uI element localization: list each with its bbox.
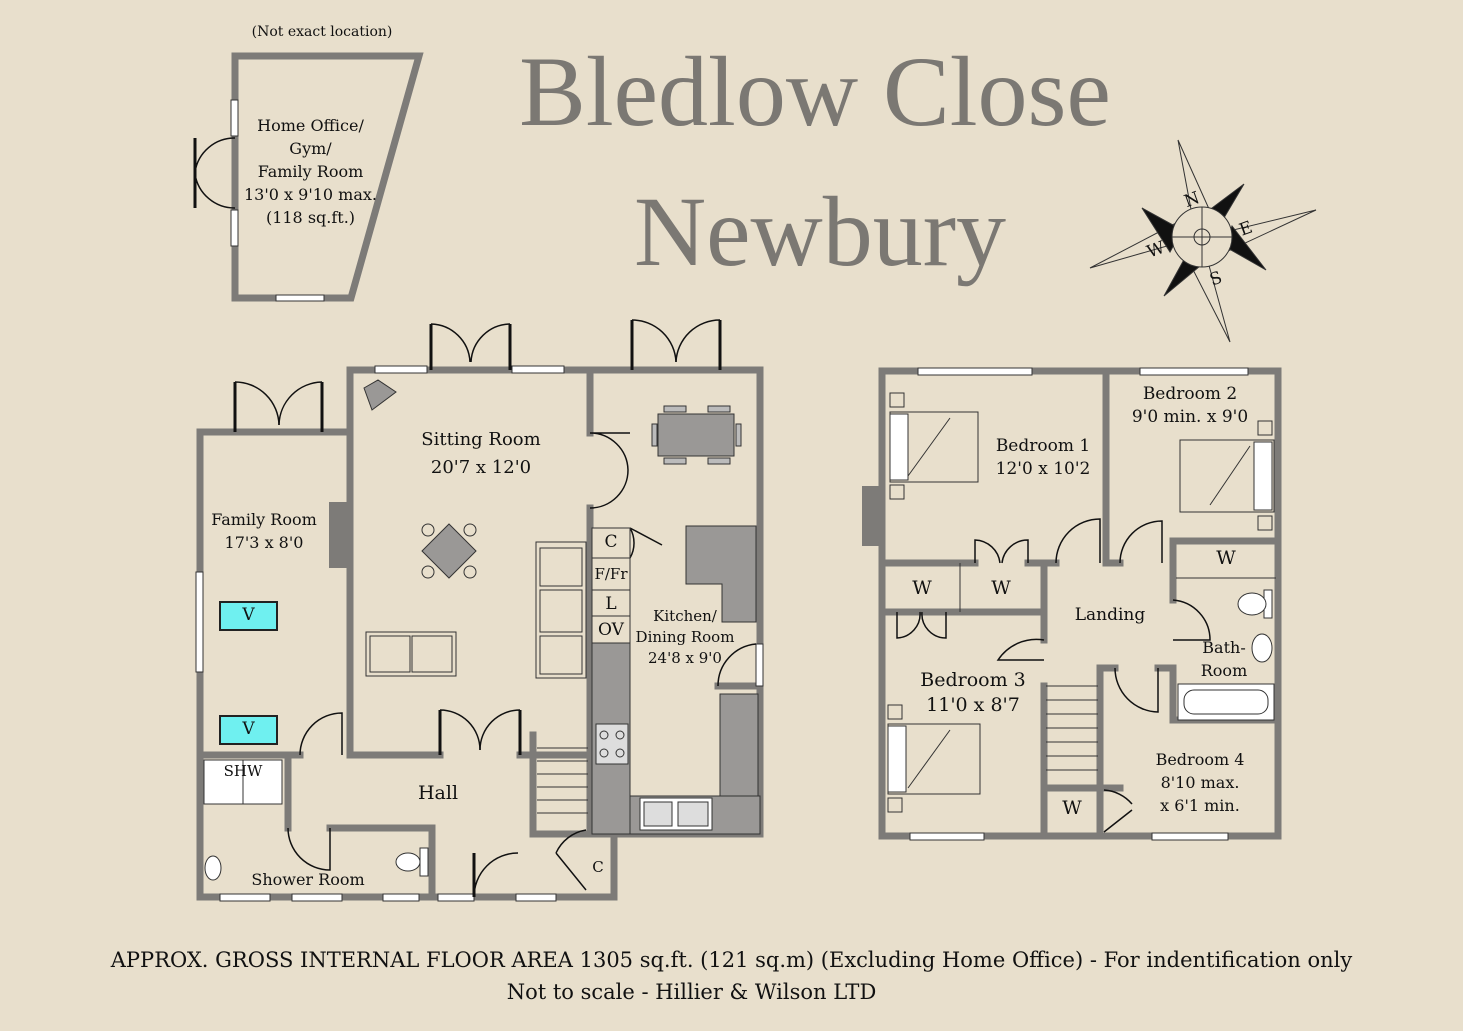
kitchen-units xyxy=(591,525,761,835)
dining-table xyxy=(651,405,742,465)
shower-room-label: Shower Room xyxy=(251,870,365,889)
outbuilding-label: Home Office/ Gym/ Family Room 13'0 x 9'1… xyxy=(244,116,377,227)
sitting-furniture xyxy=(363,379,587,679)
wardrobe-3-label: W xyxy=(1216,547,1236,569)
outbuilding xyxy=(193,52,424,302)
outbuilding-note: (Not exact location) xyxy=(251,24,393,40)
bedroom2-label: Bedroom 2 9'0 min. x 9'0 xyxy=(1131,384,1249,427)
title-line2: Newbury xyxy=(633,176,1007,287)
compass-rose xyxy=(1089,139,1317,343)
bathroom-label: Bath- Room xyxy=(1200,638,1248,680)
oven-label: OV xyxy=(598,620,624,640)
shower-fixtures xyxy=(203,759,429,881)
wardrobe-4-label: W xyxy=(1062,797,1082,819)
sitting-room-label: Sitting Room 20'7 x 12'0 xyxy=(421,429,541,478)
first-doors xyxy=(896,518,1211,833)
shower-label: SHW xyxy=(223,762,263,780)
fridge-label: F/Fr xyxy=(594,565,628,583)
bedroom4-label: Bedroom 4 8'10 max. x 6'1 min. xyxy=(1155,750,1245,815)
first-windows xyxy=(909,367,1249,841)
stairs-ground xyxy=(537,747,588,814)
landing-label: Landing xyxy=(1074,605,1146,625)
kitchen-label: Kitchen/ Dining Room 24'8 x 9'0 xyxy=(635,607,735,667)
wardrobes xyxy=(959,563,1276,612)
family-room-label: Family Room 17'3 x 8'0 xyxy=(211,510,317,552)
footer-line2: Not to scale - Hillier & Wilson LTD xyxy=(506,980,877,1004)
ground-doors xyxy=(233,319,757,898)
footer-line1: APPROX. GROSS INTERNAL FLOOR AREA 1305 s… xyxy=(110,948,1353,972)
title-line1: Bledlow Close xyxy=(519,36,1111,147)
chimney-2 xyxy=(862,486,882,546)
vents xyxy=(219,601,278,745)
wardrobe-1-label: W xyxy=(912,577,932,599)
bath-fixtures xyxy=(1177,589,1275,721)
cupboard-c2-label: C xyxy=(592,858,604,876)
vent-2-label: V xyxy=(242,719,255,739)
stairs-first xyxy=(1046,685,1098,771)
laundry-label: L xyxy=(605,594,617,614)
wardrobe-2-label: W xyxy=(991,577,1011,599)
bedroom1-label: Bedroom 1 12'0 x 10'2 xyxy=(995,436,1091,479)
chimney xyxy=(329,502,351,568)
ground-windows xyxy=(195,365,764,902)
bedroom3-label: Bedroom 3 11'0 x 8'7 xyxy=(920,669,1026,716)
beds xyxy=(887,392,1275,813)
vent-1-label: V xyxy=(242,605,255,625)
cupboard-c-label: C xyxy=(604,532,618,552)
hall-label: Hall xyxy=(417,782,459,804)
